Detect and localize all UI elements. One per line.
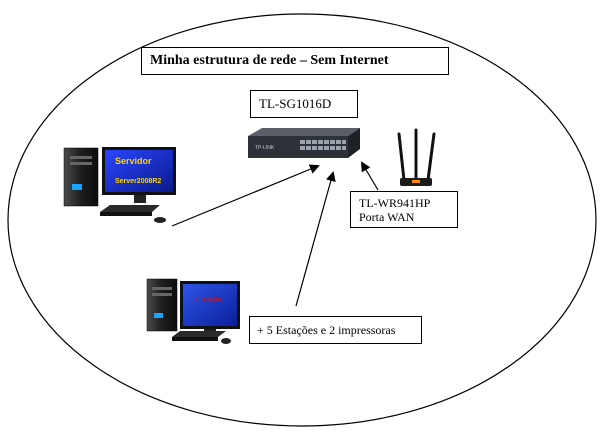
diagram-title-text: Minha estrutura de rede – Sem Internet xyxy=(150,53,389,68)
router-model-text: TL-WR941HP xyxy=(359,196,431,210)
switch-icon: TP-LINK xyxy=(248,128,360,158)
workstation-computer-icon: Estação xyxy=(146,278,240,344)
stations-to-switch-arrow xyxy=(295,171,336,307)
switch-label: TL-SG1016D xyxy=(250,90,358,118)
switch-brand-text: TP-LINK xyxy=(255,145,275,151)
stations-label: + 5 Estações e 2 impressoras xyxy=(249,316,422,344)
switch-label-text: TL-SG1016D xyxy=(259,96,332,111)
server-screen-os-text: Server2008R2 xyxy=(115,178,161,185)
router-to-switch-arrow xyxy=(360,161,379,191)
router-icon xyxy=(397,128,436,186)
server-screen-text: Servidor xyxy=(115,156,152,166)
diagram-title: Minha estrutura de rede – Sem Internet xyxy=(141,47,449,75)
router-label: TL-WR941HP Porta WAN xyxy=(350,191,458,228)
server-to-switch-arrow xyxy=(171,164,320,227)
network-boundary-ellipse xyxy=(7,13,597,427)
stations-label-text: + 5 Estações e 2 impressoras xyxy=(257,323,396,337)
router-port-text: Porta WAN xyxy=(359,210,415,224)
workstation-screen-text: Estação xyxy=(196,297,221,304)
server-computer-icon: Servidor Server2008R2 xyxy=(63,147,176,223)
